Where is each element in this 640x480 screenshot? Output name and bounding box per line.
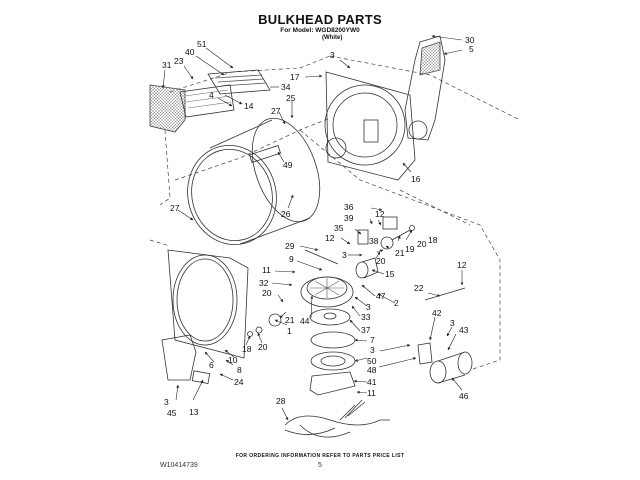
page-number: 5: [318, 462, 322, 469]
callout-12-b: 12: [325, 233, 335, 243]
callout-17: 17: [290, 72, 300, 82]
drive-belt: [304, 249, 339, 265]
blower-wheel: [309, 308, 351, 326]
callout-51: 51: [197, 39, 207, 49]
callout-46: 46: [459, 391, 469, 401]
document-number: W10414739: [160, 462, 198, 469]
top-grille: [207, 69, 271, 95]
blower-base: [309, 371, 356, 396]
callout-4: 4: [209, 90, 214, 100]
callout-40: 40: [185, 47, 195, 57]
callout-20-b: 20: [376, 256, 386, 266]
callout-48: 48: [367, 365, 377, 375]
callout-50: 50: [367, 356, 377, 366]
callout-42: 42: [432, 308, 442, 318]
callout-16: 16: [411, 174, 421, 184]
callout-43: 43: [459, 325, 469, 335]
callout-27-top: 27: [271, 106, 281, 116]
callout-3-bottom: 3: [164, 397, 169, 407]
callout-44: 44: [300, 316, 310, 326]
callout-3-mid: 3: [342, 250, 347, 260]
callout-7: 7: [370, 335, 375, 345]
mounting-bracket: [417, 342, 433, 365]
callout-35: 35: [334, 223, 344, 233]
callout-31: 31: [162, 60, 172, 70]
callout-3-right: 3: [450, 318, 455, 328]
heater-duct: [404, 35, 446, 141]
callout-47: 47: [376, 291, 386, 301]
callout-21-b: 21: [285, 315, 295, 325]
callout-21-a: 21: [395, 248, 405, 258]
support-rod: [424, 287, 466, 301]
callout-13: 13: [189, 407, 199, 417]
callout-5: 5: [469, 44, 474, 54]
callout-26: 26: [281, 209, 291, 219]
callout-36: 36: [344, 202, 354, 212]
callout-49: 49: [283, 160, 293, 170]
callout-38: 38: [369, 236, 379, 246]
front-bulkhead: [167, 249, 249, 359]
callout-45: 45: [167, 408, 177, 418]
blower-housing: [300, 276, 354, 308]
callout-9: 9: [289, 254, 294, 264]
callout-14: 14: [244, 101, 254, 111]
callout-23: 23: [174, 56, 184, 66]
callout-37: 37: [361, 325, 371, 335]
rear-bulkhead: [324, 71, 416, 181]
callout-10: 10: [228, 355, 238, 365]
page-title: BULKHEAD PARTS: [258, 12, 382, 27]
callout-41: 41: [367, 377, 377, 387]
wire-harness: [284, 399, 390, 438]
callout-29: 29: [285, 241, 295, 251]
callout-27-left: 27: [170, 203, 180, 213]
callout-30: 30: [465, 35, 475, 45]
callout-28: 28: [276, 396, 286, 406]
drum: [187, 117, 321, 246]
callout-19: 19: [405, 244, 415, 254]
model-color: (White): [322, 35, 343, 41]
blower-cover: [310, 351, 356, 371]
callout-25: 25: [286, 93, 296, 103]
lint-duct: [161, 334, 211, 384]
callout-20-d: 20: [258, 342, 268, 352]
ordering-note: FOR ORDERING INFORMATION REFER TO PARTS …: [235, 453, 405, 459]
callout-1: 1: [287, 326, 292, 336]
callout-12-a: 12: [375, 209, 385, 219]
lint-screen: [149, 84, 186, 133]
model-number: For Model: WGD8200YW0: [280, 27, 360, 34]
callout-3-top: 3: [330, 50, 335, 60]
callout-6: 6: [209, 360, 214, 370]
callout-labels: 51 40 23 31 4 14 34 17 3 30 5 25 27 49 2…: [162, 35, 475, 418]
drive-motor: [355, 257, 379, 279]
callout-22: 22: [414, 283, 424, 293]
callout-11-bottom: 11: [367, 388, 376, 398]
idler-pulley: [247, 313, 282, 337]
lint-housing: [179, 84, 235, 118]
callout-32: 32: [259, 278, 269, 288]
callout-34: 34: [281, 82, 291, 92]
callout-15: 15: [385, 269, 395, 279]
callout-18-a: 18: [428, 235, 438, 245]
leader-lines: [161, 34, 464, 421]
callout-18-b: 18: [242, 344, 252, 354]
callout-8: 8: [237, 365, 242, 375]
assembly-outline: [149, 55, 521, 371]
idler-assembly-right: [357, 216, 415, 250]
callout-3-right-upper: 3: [366, 302, 371, 312]
seal: [310, 331, 356, 349]
callout-39: 39: [344, 213, 354, 223]
callout-20-c: 20: [262, 288, 272, 298]
callout-24: 24: [234, 377, 244, 387]
capacitor: [429, 351, 473, 384]
callout-33: 33: [361, 312, 371, 322]
callout-12-c: 12: [457, 260, 467, 270]
callout-11-top: 11: [262, 265, 271, 275]
callout-20-a: 20: [417, 239, 427, 249]
callout-2: 2: [394, 298, 399, 308]
callout-3-lower: 3: [370, 345, 375, 355]
